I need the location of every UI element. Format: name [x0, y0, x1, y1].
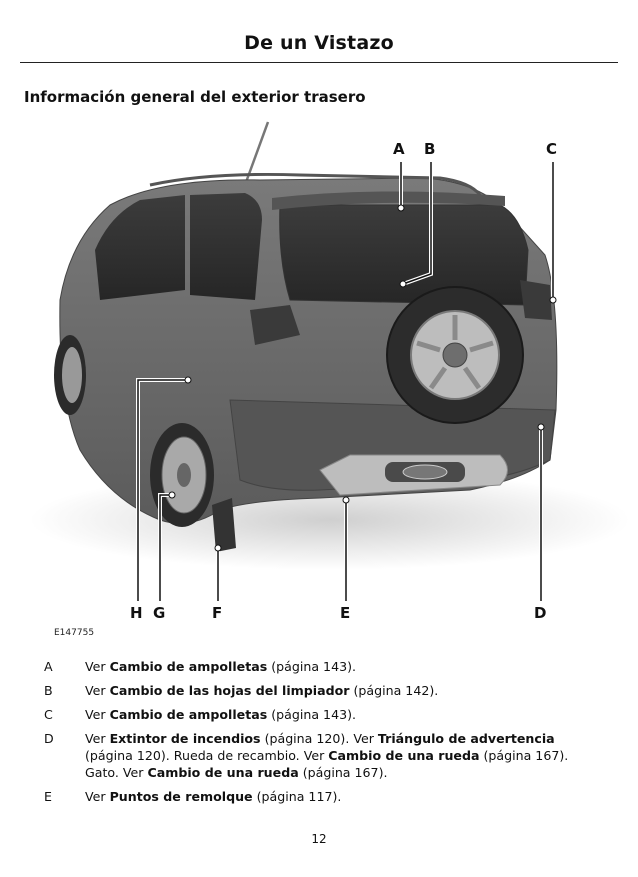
header-rule — [20, 62, 618, 63]
legend-key: A — [44, 659, 53, 674]
callout-b: B — [424, 140, 436, 158]
legend-reference: Cambio de ampolletas — [109, 707, 268, 722]
page-number: 12 — [311, 832, 327, 846]
callout-a: A — [393, 140, 405, 158]
legend-text-segment: (página 167). — [298, 765, 388, 780]
legend-text-segment: Ver — [85, 683, 110, 698]
suv-rear-drawing — [30, 121, 630, 601]
legend-key: E — [44, 789, 52, 804]
vehicle-rear-illustration: A B C D E F G H — [0, 110, 638, 645]
legend-text-segment: (página 143). — [267, 659, 357, 674]
legend-text-segment: (página 117). — [252, 789, 342, 804]
legend-text-segment: Ver — [85, 789, 110, 804]
legend-text-segment: (página 120). Ver — [260, 731, 378, 746]
callout-g: G — [153, 604, 166, 622]
legend-text-segment: (página 167). Gato. Ver — [85, 748, 569, 780]
legend-text-segment: Ver — [85, 707, 110, 722]
legend-text: Ver Extintor de incendios (página 120). … — [85, 730, 604, 781]
legend-reference: Cambio de ampolletas — [109, 659, 268, 674]
callout-d: D — [534, 604, 547, 622]
callout-e: E — [340, 604, 351, 622]
legend-item: C Ver Cambio de ampolletas (página 143). — [44, 706, 604, 723]
legend-item: D Ver Extintor de incendios (página 120).… — [44, 730, 604, 781]
legend-text-segment: (página 120). Rueda de recambio. Ver — [85, 748, 329, 763]
callout-h: H — [130, 604, 143, 622]
page-header-title: De un Vistazo — [244, 32, 394, 54]
legend-reference: Puntos de remolque — [109, 789, 253, 804]
legend-item: A Ver Cambio de ampolletas (página 143). — [44, 658, 604, 675]
legend-reference: Triángulo de advertencia — [377, 731, 555, 746]
legend-text-segment: Ver — [85, 659, 110, 674]
legend-reference: Cambio de una rueda — [147, 765, 299, 780]
legend-key: B — [44, 683, 53, 698]
legend-text-segment: (página 143). — [267, 707, 357, 722]
callout-f: F — [212, 604, 223, 622]
legend-text: Ver Cambio de ampolletas (página 143). — [85, 706, 604, 723]
legend-reference: Cambio de una rueda — [328, 748, 480, 763]
callout-c: C — [546, 140, 558, 158]
legend-item: E Ver Puntos de remolque (página 117). — [44, 788, 604, 805]
legend-reference: Cambio de las hojas del limpiador — [109, 683, 350, 698]
legend-reference: Extintor de incendios — [109, 731, 261, 746]
legend-text: Ver Cambio de ampolletas (página 143). — [85, 658, 604, 675]
legend-text-segment: Ver — [85, 731, 110, 746]
legend-text-segment: (página 142). — [349, 683, 439, 698]
legend-list: A Ver Cambio de ampolletas (página 143). B… — [44, 658, 604, 812]
legend-text: Ver Puntos de remolque (página 117). — [85, 788, 604, 805]
section-title: Información general del exterior trasero — [24, 88, 366, 106]
legend-key: C — [44, 707, 53, 722]
figure-id: E147755 — [54, 628, 95, 638]
legend-key: D — [44, 731, 54, 746]
legend-item: B Ver Cambio de las hojas del limpiador (… — [44, 682, 604, 699]
legend-text: Ver Cambio de las hojas del limpiador (p… — [85, 682, 604, 699]
